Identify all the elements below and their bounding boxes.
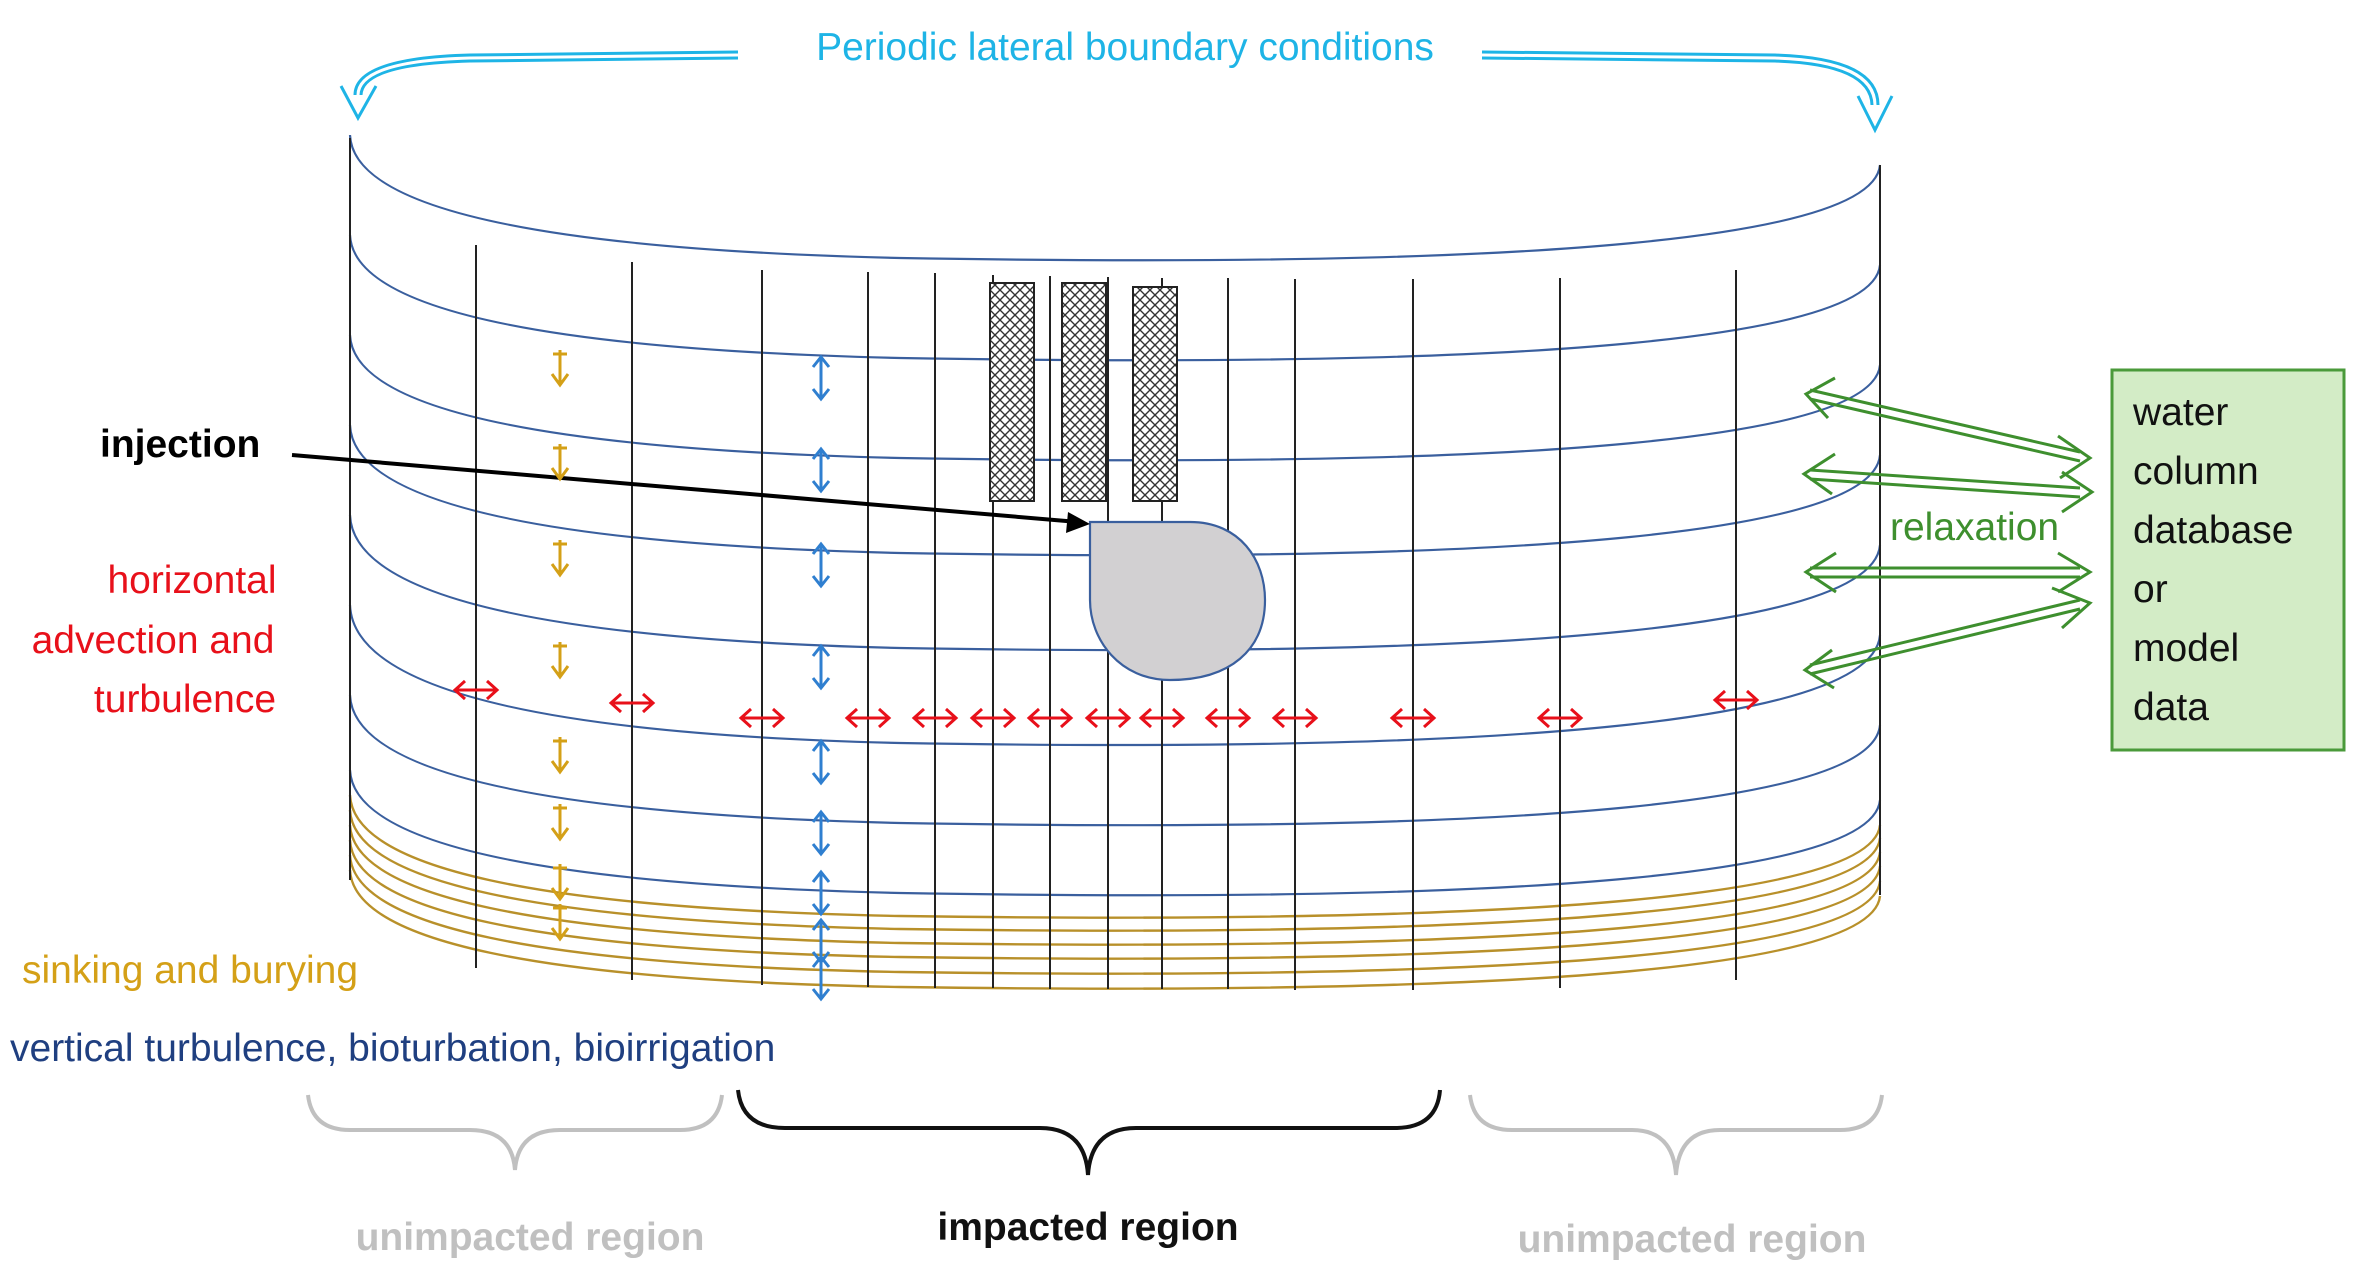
vertical-double-arrow-icon	[811, 869, 831, 917]
horizontal-double-arrow-icon	[1204, 707, 1252, 729]
periodic-boundary-arrows	[339, 50, 1894, 134]
horizontal-double-arrow-icon	[452, 679, 500, 701]
impacted-label: impacted region	[937, 1206, 1238, 1249]
sediment-line	[348, 869, 1882, 990]
layer-line	[348, 424, 1882, 557]
vertical-double-arrow-icon	[811, 541, 831, 589]
hatched-structure	[1132, 286, 1178, 502]
layer-line	[348, 334, 1882, 462]
horizontal-double-arrow-icon	[1389, 707, 1437, 729]
database-line: column	[2133, 450, 2259, 493]
sinking-down-arrow-icon	[550, 642, 570, 680]
horizontal-double-arrow-icon	[1712, 689, 1760, 711]
sediment-line	[348, 839, 1882, 960]
sinking-down-arrow-icon	[550, 444, 570, 482]
relaxation-arrow	[1802, 586, 2093, 690]
horizontal-advection-arrows	[452, 679, 1760, 729]
vertical-double-arrow-icon	[811, 643, 831, 691]
horizontal-double-arrow-icon	[738, 707, 786, 729]
vertical-double-arrow-icon	[811, 354, 831, 402]
database-line: database	[2133, 509, 2293, 552]
horizontal-double-arrow-icon	[1536, 707, 1584, 729]
sinking-down-arrow-icon	[550, 904, 570, 942]
database-line: water	[2132, 391, 2228, 434]
sinking-label: sinking and burying	[22, 949, 358, 992]
sediment-line	[348, 809, 1882, 932]
horizontal-advection-label: horizontal advection and turbulence	[32, 559, 277, 721]
horizontal-double-arrow-icon	[969, 707, 1017, 729]
unimpacted-left-brace	[306, 1094, 724, 1171]
layer-line	[348, 604, 1882, 747]
impacted-brace	[736, 1089, 1442, 1176]
sediment-line	[348, 854, 1882, 975]
sediment-layers	[348, 794, 1882, 990]
sinking-down-arrow-icon	[550, 864, 570, 902]
horizontal-double-arrow-icon	[608, 692, 656, 714]
horizontal-double-arrow-icon	[911, 707, 959, 729]
relaxation-label: relaxation	[1890, 506, 2059, 549]
unimpacted-right-brace	[1468, 1094, 1884, 1176]
sinking-down-arrow-icon	[550, 737, 570, 775]
unimpacted-left-label: unimpacted region	[356, 1216, 705, 1259]
layer-line	[348, 134, 1882, 262]
horizontal-label-line: advection and	[32, 619, 275, 662]
horizontal-double-arrow-icon	[844, 707, 892, 729]
relaxation-arrow	[1803, 551, 2093, 594]
layer-line	[348, 234, 1882, 362]
hatched-structure	[989, 282, 1035, 502]
database-text: water column database or model data	[2132, 391, 2293, 729]
horizontal-double-arrow-icon	[1138, 707, 1186, 729]
injection-label: injection	[100, 423, 260, 466]
horizontal-double-arrow-icon	[1271, 707, 1319, 729]
horizontal-double-arrow-icon	[1026, 707, 1074, 729]
layer-line	[348, 769, 1882, 897]
vertical-double-arrow-icon	[811, 954, 831, 1002]
database-line: model	[2133, 627, 2239, 670]
database-box	[2110, 368, 2346, 752]
hatched-structure	[1061, 282, 1107, 502]
hatched-structures	[989, 282, 1178, 502]
sediment-line	[348, 794, 1882, 919]
horizontal-label-line: horizontal	[107, 559, 276, 602]
relaxation-arrows	[1801, 376, 2095, 690]
vertical-double-arrow-icon	[811, 809, 831, 857]
sinking-arrows	[550, 350, 570, 942]
relaxation-arrow	[1803, 376, 2093, 480]
vertical-double-arrow-icon	[811, 738, 831, 786]
vertical-processes-label: vertical turbulence, bioturbation, bioir…	[10, 1027, 775, 1070]
unimpacted-right-label: unimpacted region	[1518, 1218, 1867, 1261]
periodic-boundary-label: Periodic lateral boundary conditions	[816, 26, 1434, 69]
relaxation-arrow	[1801, 452, 2095, 514]
injection-arrow	[291, 453, 1090, 533]
horizontal-label-line: turbulence	[94, 678, 276, 721]
database-line: or	[2133, 568, 2168, 611]
sinking-down-arrow-icon	[550, 804, 570, 842]
layer-line	[348, 694, 1882, 827]
vertical-double-arrow-icon	[811, 446, 831, 494]
sinking-down-arrow-icon	[550, 540, 570, 578]
database-line: data	[2133, 686, 2209, 729]
sediment-line	[348, 824, 1882, 946]
sinking-down-arrow-icon	[550, 350, 570, 388]
plume-blob	[1088, 520, 1267, 682]
layer-line	[348, 514, 1882, 652]
water-column-layers	[348, 134, 1882, 897]
vertical-turbulence-arrows	[811, 354, 831, 1002]
horizontal-double-arrow-icon	[1084, 707, 1132, 729]
